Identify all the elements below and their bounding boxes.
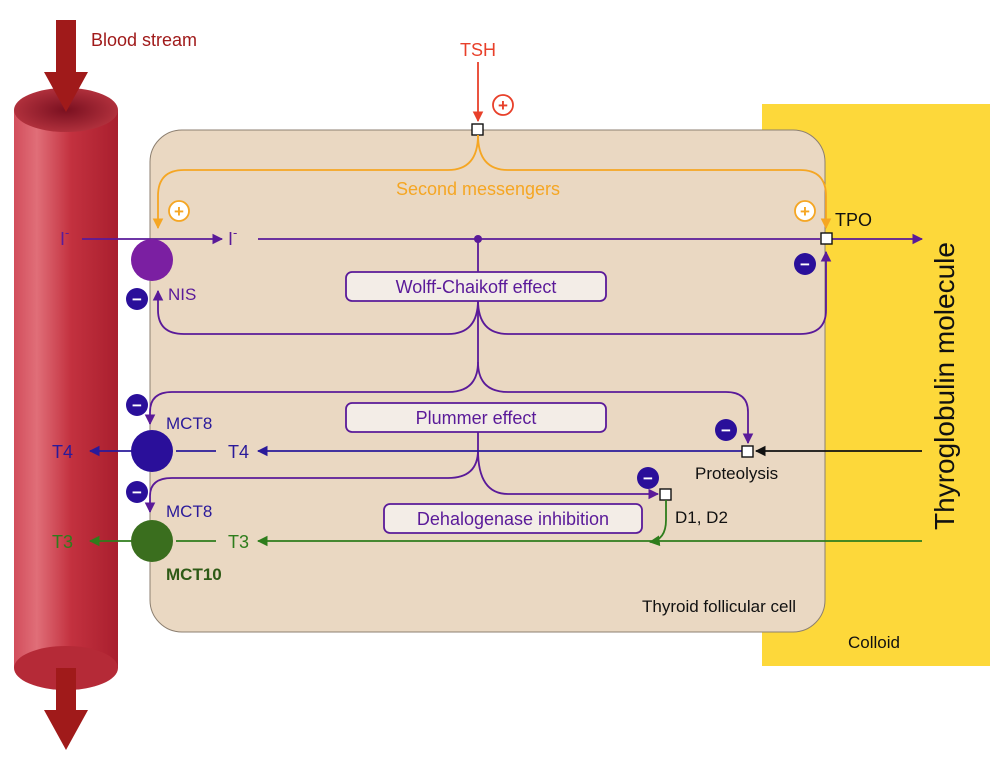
thyroid-cell-body [149,129,826,633]
tpo-label: TPO [835,210,872,230]
wolff-chaikoff-label: Wolff-Chaikoff effect [396,277,557,297]
proteolysis-site [741,445,754,458]
svg-text:+: + [800,202,810,221]
mct8-top-label: MCT8 [166,414,212,433]
proteolysis-label: Proteolysis [695,464,778,483]
nis-label: NIS [168,285,196,304]
second-messengers-label: Second messengers [396,179,560,199]
mct10-transporter [131,520,173,562]
iodide-blood-label: I- [60,225,69,249]
svg-text:−: − [132,290,142,309]
tpo-enzyme [820,232,833,245]
tpo-plus-badge: + [794,200,816,222]
mct8-transporter-top [131,430,173,472]
tpo-minus-badge: − [794,253,816,275]
iodide-cell-label: I- [228,225,237,249]
blood-stream-label: Blood stream [91,30,197,50]
nis-plus-badge: + [168,200,190,222]
plummer-path-left [144,361,479,426]
t3-blood-label: T3 [52,532,73,552]
blood-flow-arrow-bottom [44,668,88,750]
mct8-bottom-minus-badge: − [126,481,148,503]
wolff-chaikoff-box [345,271,607,302]
t3-cell-label: T3 [228,532,249,552]
t4-cell-label: T4 [228,442,249,462]
second-messenger-path-left [152,134,479,230]
mct8-top-minus-badge: − [126,394,148,416]
blood-flow-arrow-top [44,20,88,112]
tsh-receptor [471,123,484,136]
proteolysis-minus-badge: − [715,419,737,441]
colloid-label: Colloid [848,633,900,652]
thyroid-cell-label: Thyroid follicular cell [642,597,796,616]
nis-minus-badge: − [126,288,148,310]
nis-transporter [131,239,173,281]
deiodinase-minus-badge: − [637,467,659,489]
thyroglobulin-label: Thyroglobulin molecule [929,242,960,530]
svg-text:−: − [643,469,653,488]
svg-text:−: − [132,483,142,502]
t4-blood-label: T4 [52,442,73,462]
dehalogenase-path-lower-left [144,449,479,514]
plummer-path-right [477,361,754,445]
deiodinase-site [659,488,672,501]
svg-text:+: + [498,96,508,115]
second-messenger-path-right [477,134,832,230]
tsh-plus-badge: + [492,94,514,116]
tsh-label: TSH [460,40,496,60]
svg-text:−: − [132,396,142,415]
mct8-bottom-label: MCT8 [166,502,212,521]
blood-vessel [14,88,118,690]
d1d2-label: D1, D2 [675,508,728,527]
wolff-chaikoff-path-right [477,250,832,335]
mct10-label: MCT10 [166,565,222,584]
dehalogenase-label: Dehalogenase inhibition [417,509,609,529]
svg-text:+: + [174,202,184,221]
svg-text:−: − [800,255,810,274]
plummer-label: Plummer effect [416,408,537,428]
svg-text:−: − [721,421,731,440]
dehalogenase-path-right [477,449,660,500]
dehalogenase-box [383,503,643,534]
plummer-box [345,402,607,433]
wolff-chaikoff-path-left [152,289,479,335]
